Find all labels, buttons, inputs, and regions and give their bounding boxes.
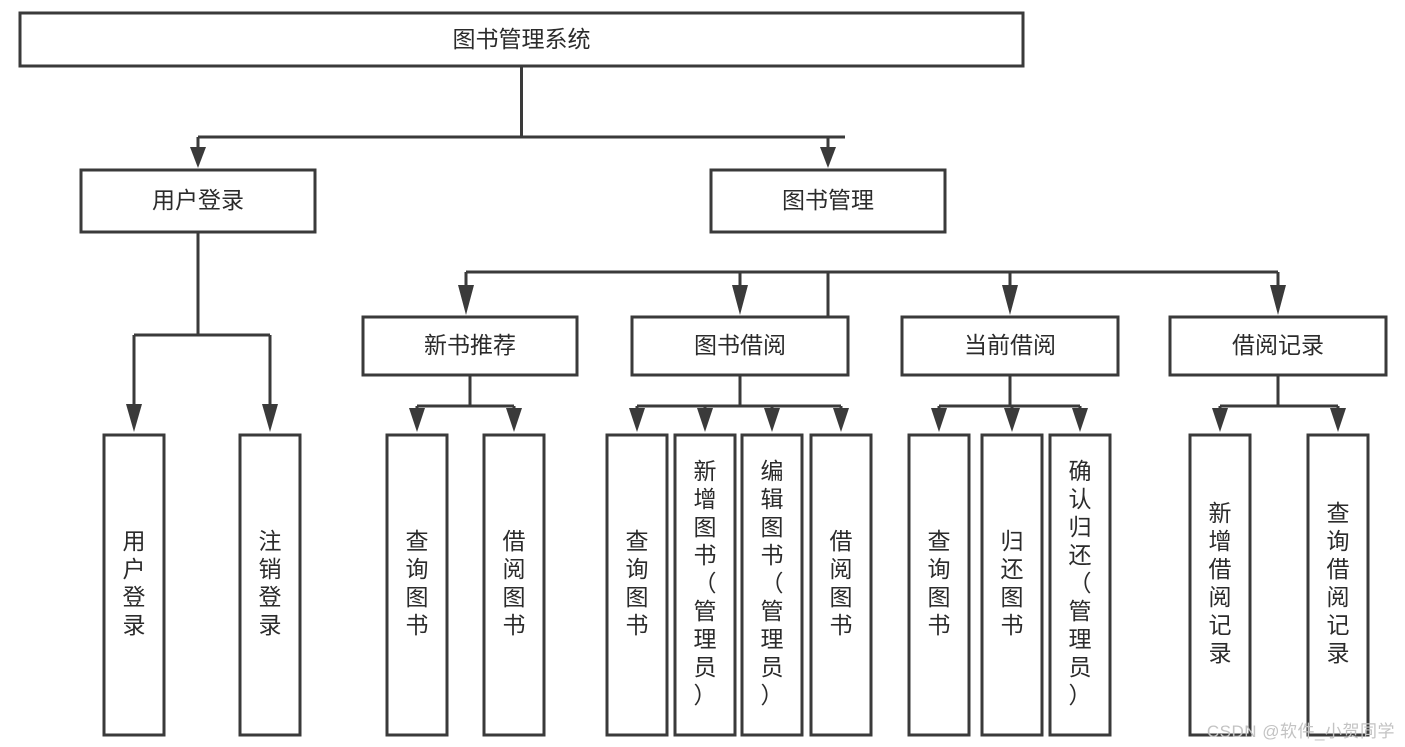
arrowhead-leaf-query-book-b (629, 408, 645, 432)
node-current-borrow[interactable]: 当前借阅 (900, 315, 1120, 377)
connector-group-root-to-level2 (190, 66, 845, 168)
leaf-query-book-b[interactable]: 查询图书 (605, 433, 669, 737)
leaf-edit-book[interactable]: 编辑图书（管理员） (740, 433, 804, 737)
arrowhead-book-borrow (732, 285, 748, 315)
arrowhead-book-manage (820, 147, 836, 168)
leaf-return-book[interactable]: 归还图书 (980, 433, 1044, 737)
leaf-add-record-label: 新增借阅记录 (1209, 500, 1232, 666)
leaf-query-book-c-box[interactable] (907, 433, 971, 737)
arrowhead-leaf-logout (262, 404, 278, 432)
arrowhead-user-login (190, 147, 206, 168)
node-borrow-record[interactable]: 借阅记录 (1168, 315, 1388, 377)
leaf-borrow-book-b[interactable]: 借阅图书 (809, 433, 873, 737)
leaf-logout-box[interactable] (238, 433, 302, 737)
leaf-borrow-book-b-box[interactable] (809, 433, 873, 737)
arrowhead-leaf-add-book (697, 408, 713, 432)
arrowhead-new-book-rec (458, 285, 474, 315)
leaf-confirm-return-box[interactable] (1048, 433, 1112, 737)
leaf-query-record[interactable]: 查询借阅记录 (1306, 433, 1370, 737)
arrowhead-leaf-edit-book (764, 408, 780, 432)
leaf-borrow-book-a-label: 借阅图书 (503, 528, 526, 638)
leaf-add-record[interactable]: 新增借阅记录 (1188, 433, 1252, 737)
leaf-add-record-box[interactable] (1188, 433, 1252, 737)
node-book-borrow-label: 图书借阅 (694, 332, 786, 358)
leaf-query-book-a-box[interactable] (385, 433, 449, 737)
leaf-query-book-a[interactable]: 查询图书 (385, 433, 449, 737)
node-current-borrow-box[interactable] (900, 315, 1120, 377)
node-borrow-record-label: 借阅记录 (1232, 332, 1324, 358)
leaf-return-book-label: 归还图书 (1001, 528, 1024, 638)
leaf-query-book-b-box[interactable] (605, 433, 669, 737)
arrowhead-leaf-query-record (1330, 408, 1346, 432)
arrowhead-leaf-query-book-c (931, 408, 947, 432)
connector-group-newbookrec-leaves (409, 375, 522, 432)
arrowhead-leaf-user-login (126, 404, 142, 432)
leaf-user-login[interactable]: 用户登录 (102, 433, 166, 737)
leaf-confirm-return-label: 确认归还（管理员） (1069, 458, 1092, 708)
node-new-book-rec-label: 新书推荐 (424, 332, 516, 358)
connector-group-userlogin-leaves (126, 232, 278, 432)
node-root-label: 图书管理系统 (453, 26, 591, 52)
node-root[interactable]: 图书管理系统 (18, 11, 1025, 68)
connector-group-borrowrecord-leaves (1212, 375, 1346, 432)
node-current-borrow-label: 当前借阅 (964, 332, 1056, 358)
leaf-confirm-return[interactable]: 确认归还（管理员） (1048, 433, 1112, 737)
node-book-manage-box[interactable] (709, 168, 947, 234)
connector-group-bookborrow-leaves (629, 375, 849, 432)
leaf-edit-book-box[interactable] (740, 433, 804, 737)
leaf-return-book-box[interactable] (980, 433, 1044, 737)
node-new-book-rec[interactable]: 新书推荐 (361, 315, 579, 377)
leaf-borrow-book-b-label: 借阅图书 (830, 528, 853, 638)
leaf-logout-label: 注销登录 (259, 528, 282, 638)
leaf-query-book-b-label: 查询图书 (626, 528, 649, 638)
arrowhead-leaf-borrow-book-b (833, 408, 849, 432)
leaf-edit-book-label: 编辑图书（管理员） (761, 458, 784, 708)
node-user-login[interactable]: 用户登录 (79, 168, 317, 234)
arrowhead-leaf-add-record (1212, 408, 1228, 432)
leaf-query-record-box[interactable] (1306, 433, 1370, 737)
leaf-borrow-book-a[interactable]: 借阅图书 (482, 433, 546, 737)
node-borrow-record-box[interactable] (1168, 315, 1388, 377)
arrowhead-borrow-record (1270, 285, 1286, 315)
leaf-query-book-a-label: 查询图书 (406, 528, 429, 638)
leaf-query-book-c-label: 查询图书 (928, 528, 951, 638)
arrowhead-leaf-return-book (1004, 408, 1020, 432)
leaf-add-book-box[interactable] (673, 433, 737, 737)
node-root-box[interactable] (18, 11, 1025, 68)
node-book-manage-label: 图书管理 (782, 187, 874, 213)
arrowhead-leaf-borrow-book-a (506, 408, 522, 432)
leaf-query-book-c[interactable]: 查询图书 (907, 433, 971, 737)
node-book-manage[interactable]: 图书管理 (709, 168, 947, 234)
arrowhead-leaf-confirm-return (1072, 408, 1088, 432)
node-user-login-box[interactable] (79, 168, 317, 234)
node-user-login-label: 用户登录 (152, 187, 244, 213)
leaf-borrow-book-a-box[interactable] (482, 433, 546, 737)
csdn-watermark: CSDN @软件_小贺同学 (1206, 722, 1395, 741)
node-new-book-rec-box[interactable] (361, 315, 579, 377)
leaf-add-book[interactable]: 新增图书（管理员） (673, 433, 737, 737)
node-book-borrow-box[interactable] (630, 315, 850, 377)
leaf-logout[interactable]: 注销登录 (238, 433, 302, 737)
arrowhead-leaf-query-book-a (409, 408, 425, 432)
leaf-add-book-label: 新增图书（管理员） (694, 458, 717, 708)
node-book-borrow[interactable]: 图书借阅 (630, 315, 850, 377)
leaf-user-login-label: 用户登录 (123, 528, 146, 638)
connector-group-bookmanage-to-level3 (458, 270, 1286, 375)
arrowhead-current-borrow (1002, 285, 1018, 315)
connector-group-currentborrow-leaves (931, 375, 1088, 432)
leaf-user-login-box[interactable] (102, 433, 166, 737)
leaf-query-record-label: 查询借阅记录 (1327, 500, 1350, 666)
